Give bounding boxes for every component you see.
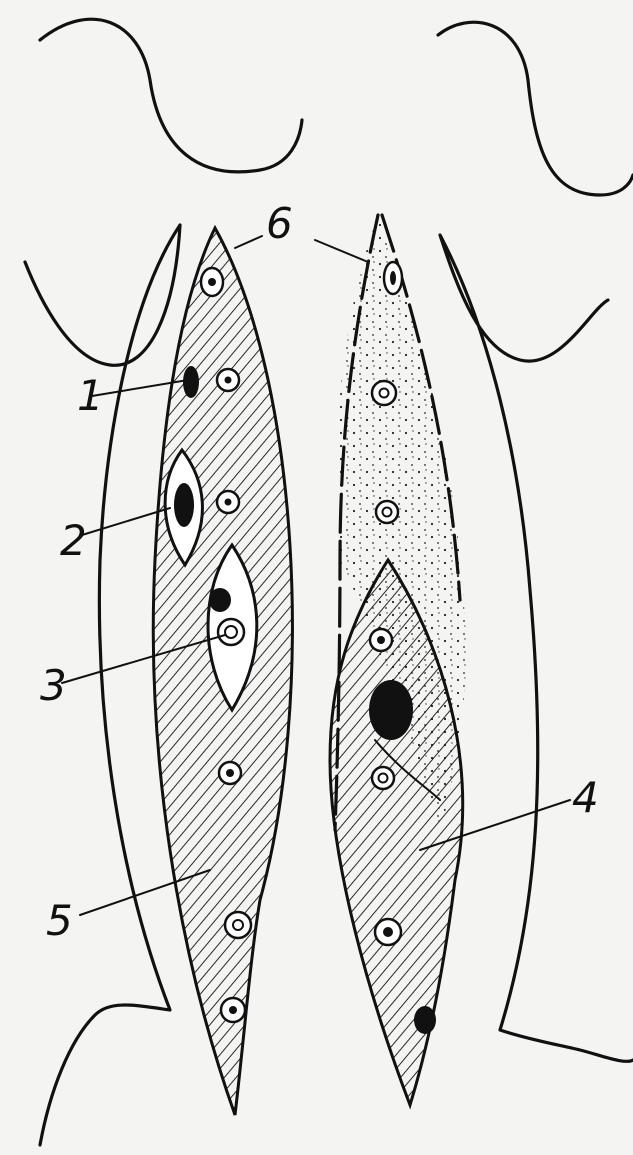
- label-3: 3: [40, 661, 67, 710]
- leader-6b: [315, 240, 368, 262]
- label-5: 5: [46, 896, 73, 945]
- right-outer-contour: [440, 235, 633, 1061]
- leader-6a: [235, 236, 262, 248]
- leader-lines: [62, 236, 570, 915]
- label-1: 1: [77, 371, 104, 420]
- label-2: 2: [60, 516, 87, 565]
- label-4: 4: [572, 773, 599, 822]
- top-left-contour: [40, 19, 302, 172]
- label-6: 6: [266, 199, 293, 248]
- top-right-contour: [438, 22, 633, 195]
